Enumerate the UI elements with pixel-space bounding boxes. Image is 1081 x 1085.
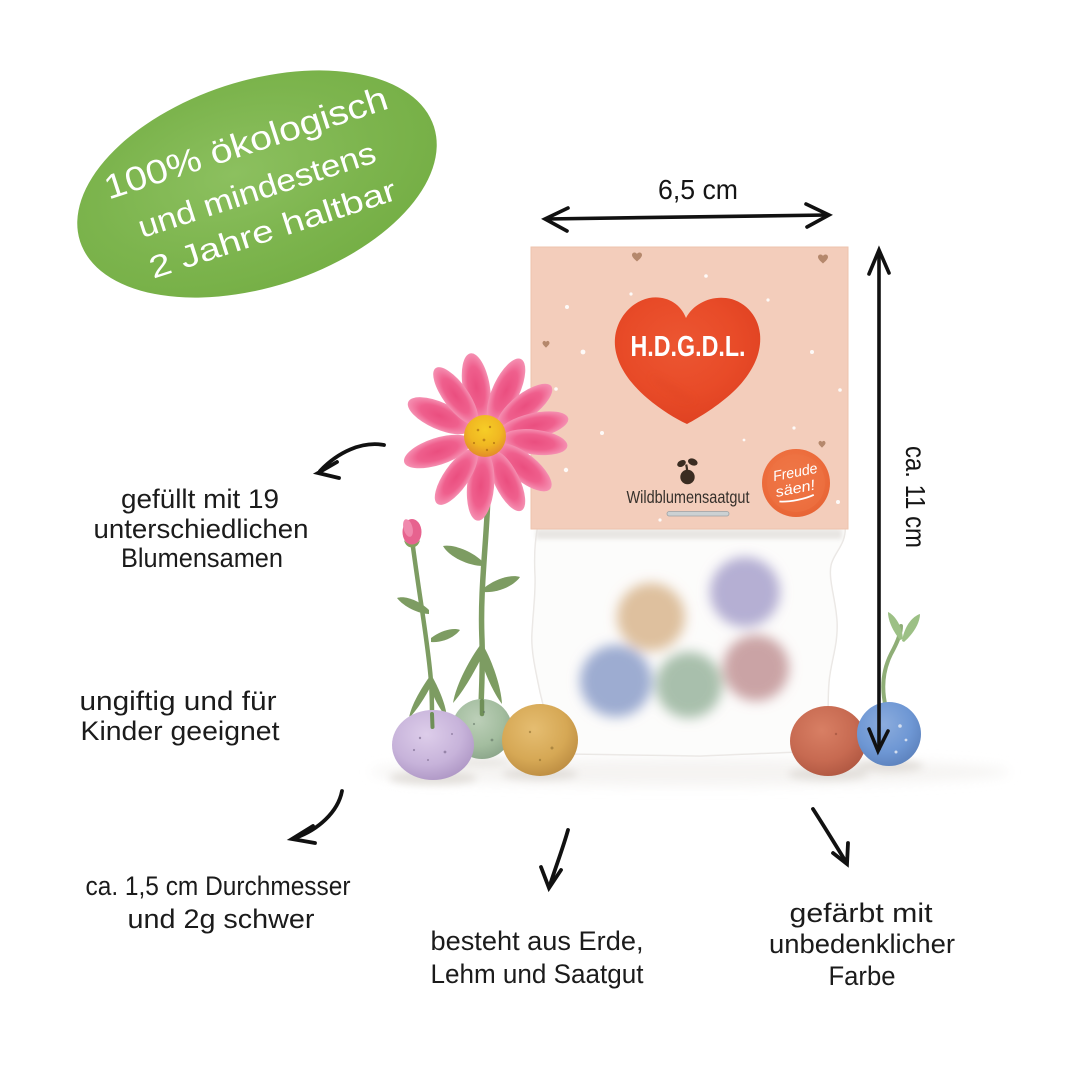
svg-text:ca. 1,5 cm Durchmesser: ca. 1,5 cm Durchmesser xyxy=(86,871,351,901)
svg-text:und 2g schwer: und 2g schwer xyxy=(128,904,315,934)
svg-text:unterschiedlichen: unterschiedlichen xyxy=(94,514,309,544)
svg-text:Kinder geeignet: Kinder geeignet xyxy=(81,716,281,746)
svg-text:Blumensamen: Blumensamen xyxy=(121,543,283,573)
svg-text:ungiftig und für: ungiftig und für xyxy=(80,686,277,716)
svg-text:H.D.G.D.L.: H.D.G.D.L. xyxy=(631,331,746,363)
svg-text:besteht aus Erde,: besteht aus Erde, xyxy=(431,926,644,956)
svg-text:Lehm und Saatgut: Lehm und Saatgut xyxy=(431,959,644,989)
svg-text:Wildblumensaatgut: Wildblumensaatgut xyxy=(627,487,750,507)
svg-text:ca. 11 cm: ca. 11 cm xyxy=(900,446,931,548)
svg-text:gefärbt mit: gefärbt mit xyxy=(790,898,934,928)
svg-text:gefüllt mit 19: gefüllt mit 19 xyxy=(121,484,279,514)
svg-text:6,5 cm: 6,5 cm xyxy=(658,174,738,205)
svg-text:säen!: säen! xyxy=(774,478,816,501)
svg-text:unbedenklicher: unbedenklicher xyxy=(769,929,955,959)
svg-text:Farbe: Farbe xyxy=(829,961,896,991)
